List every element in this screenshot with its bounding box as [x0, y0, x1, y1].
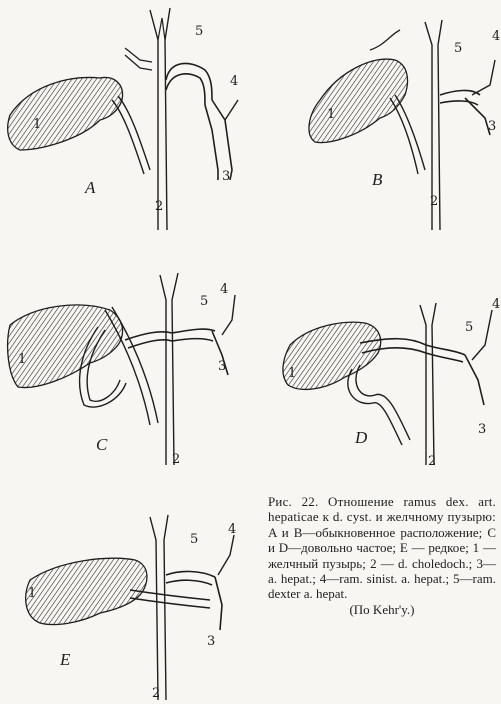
label-5: 5 [465, 321, 473, 334]
label-2: 2 [428, 455, 436, 468]
panel-c: 1 2 3 4 5 C [0, 265, 260, 475]
figure-caption: Рис. 22. Отношение ramus dex. art. hepat… [268, 494, 496, 617]
panel-d: 1 2 3 4 5 D [260, 265, 501, 475]
label-5: 5 [190, 533, 198, 546]
label-1: 1 [288, 367, 296, 380]
panel-letter: B [372, 170, 382, 190]
gallbladder-shape [8, 77, 123, 150]
label-4: 4 [492, 30, 500, 43]
panel-letter: D [355, 428, 367, 448]
label-2: 2 [152, 687, 160, 700]
label-3: 3 [488, 120, 496, 133]
gallbladder-shape [26, 558, 147, 624]
label-3: 3 [218, 360, 226, 373]
label-2: 2 [155, 200, 163, 213]
caption-credit: (По Kehr'y.) [268, 602, 496, 617]
gallbladder-shape [283, 322, 381, 389]
panel-letter: C [96, 435, 107, 455]
panel-b-drawing [260, 0, 501, 240]
label-3: 3 [222, 170, 230, 183]
label-5: 5 [200, 295, 208, 308]
label-3: 3 [478, 423, 486, 436]
panel-e-drawing [0, 505, 260, 704]
label-1: 1 [18, 353, 26, 366]
label-2: 2 [172, 453, 180, 466]
label-4: 4 [220, 283, 228, 296]
label-5: 5 [195, 25, 203, 38]
panel-letter: E [60, 650, 70, 670]
label-3: 3 [207, 635, 215, 648]
panel-e: 1 2 3 4 5 E [0, 505, 260, 704]
label-4: 4 [230, 75, 238, 88]
caption-body: A и B—обыкновенное расположение; C и D—д… [268, 525, 496, 602]
label-1: 1 [33, 118, 41, 131]
label-4: 4 [228, 523, 236, 536]
label-5: 5 [454, 42, 462, 55]
gallbladder-shape [309, 59, 408, 142]
label-4: 4 [492, 298, 500, 311]
label-1: 1 [28, 587, 36, 600]
panel-letter: A [85, 178, 95, 198]
label-1: 1 [327, 108, 335, 121]
caption-title: Рис. 22. Отношение ramus dex. art. hepat… [268, 494, 496, 524]
label-2: 2 [430, 195, 438, 208]
gallbladder-shape [8, 305, 123, 388]
panel-a: 1 2 3 4 5 A [0, 0, 260, 240]
panel-b: 1 2 3 4 5 B [260, 0, 501, 240]
